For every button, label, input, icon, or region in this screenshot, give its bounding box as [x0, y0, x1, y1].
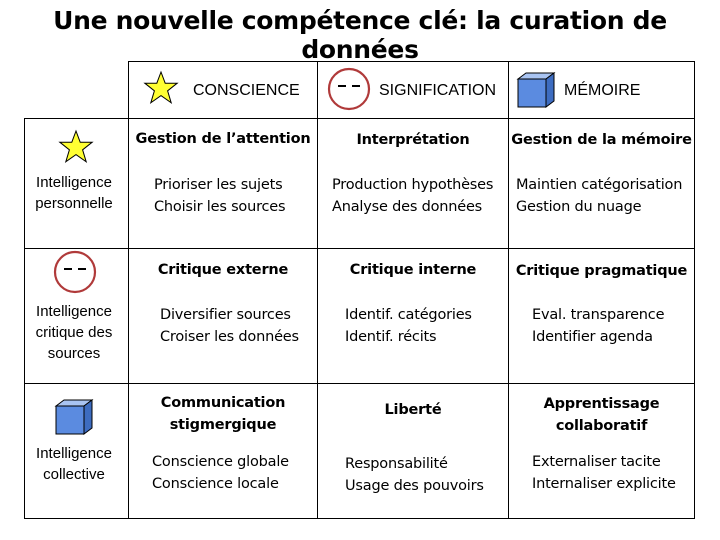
cell-heading: Gestion de l’attention — [135, 131, 311, 147]
cell-critique-pragmatique: Critique pragmatique Eval. transparence … — [509, 249, 694, 383]
cell-items: Conscience globale Conscience locale — [152, 454, 289, 492]
cell-items: Eval. transparence Identifier agenda — [532, 307, 665, 345]
column-header-signification: SIGNIFICATION — [317, 61, 508, 118]
row-header-personnelle: Intelligence personnelle — [24, 118, 128, 248]
column-header-conscience: CONSCIENCE — [128, 61, 317, 118]
column-header-label: MÉMOIRE — [564, 82, 641, 99]
cell-heading: Critique pragmatique — [515, 263, 688, 279]
cell-heading: Interprétation — [356, 132, 470, 148]
cell-heading: Critique interne — [349, 262, 477, 278]
cell-items: Diversifier sources Croiser les données — [160, 307, 299, 345]
dashes-circle-icon — [327, 67, 371, 111]
column-header-label: CONSCIENCE — [193, 82, 300, 99]
cell-items: Maintien catégorisation Gestion du nuage — [516, 177, 683, 215]
cell-items: Externaliser tacite Internaliser explici… — [532, 454, 676, 492]
cell-heading: Gestion de la mémoire — [511, 132, 692, 148]
grid-line-top — [128, 61, 695, 62]
cell-items: Prioriser les sujets Choisir les sources — [154, 177, 286, 215]
cell-communication-stigmergique: Communication stigmergique Conscience gl… — [129, 384, 317, 518]
row-header-label: Intelligence critique des sources — [35, 303, 113, 362]
column-header-memoire: MÉMOIRE — [508, 61, 694, 118]
row-header-critique: Intelligence critique des sources — [24, 248, 128, 383]
star-icon — [143, 70, 179, 105]
cell-gestion-memoire: Gestion de la mémoire Maintien catégoris… — [509, 119, 694, 248]
row-header-label: Intelligence personnelle — [35, 174, 113, 212]
cell-critique-externe: Critique externe Diversifier sources Cro… — [129, 249, 317, 383]
cell-heading: Apprentissage collaboratif — [543, 396, 660, 434]
cell-liberte: Liberté Responsabilité Usage des pouvoir… — [318, 384, 508, 518]
cell-critique-interne: Critique interne Identif. catégories Ide… — [318, 249, 508, 383]
grid-line-col2 — [317, 61, 318, 518]
column-header-label: SIGNIFICATION — [379, 82, 497, 99]
cell-gestion-attention: Gestion de l’attention Prioriser les suj… — [129, 119, 317, 248]
cell-interpretation: Interprétation Production hypothèses Ana… — [318, 119, 508, 248]
cell-apprentissage-collaboratif: Apprentissage collaboratif Externaliser … — [509, 384, 694, 518]
star-icon — [58, 129, 94, 164]
grid-line-col1 — [128, 61, 129, 518]
grid-line-bottom — [24, 518, 695, 519]
cell-items: Identif. catégories Identif. récits — [345, 307, 472, 345]
row-header-collective: Intelligence collective — [24, 383, 128, 518]
grid-line-row1 — [24, 118, 695, 119]
cell-heading: Communication stigmergique — [160, 395, 286, 433]
cube-icon — [516, 72, 556, 108]
grid-line-row3 — [24, 383, 695, 384]
cell-heading: Liberté — [384, 402, 442, 418]
cell-heading: Critique externe — [157, 262, 289, 278]
grid-line-right — [694, 61, 695, 518]
cell-items: Production hypothèses Analyse des donnée… — [332, 177, 494, 215]
row-header-label: Intelligence collective — [36, 445, 112, 483]
grid-line-col3 — [508, 61, 509, 518]
grid-line-row2 — [24, 248, 695, 249]
page-title: Une nouvelle compétence clé: la curation… — [53, 6, 667, 64]
cube-icon — [54, 399, 94, 435]
dashes-circle-icon — [53, 250, 97, 294]
cell-items: Responsabilité Usage des pouvoirs — [345, 456, 484, 494]
grid-line-left — [24, 118, 25, 518]
